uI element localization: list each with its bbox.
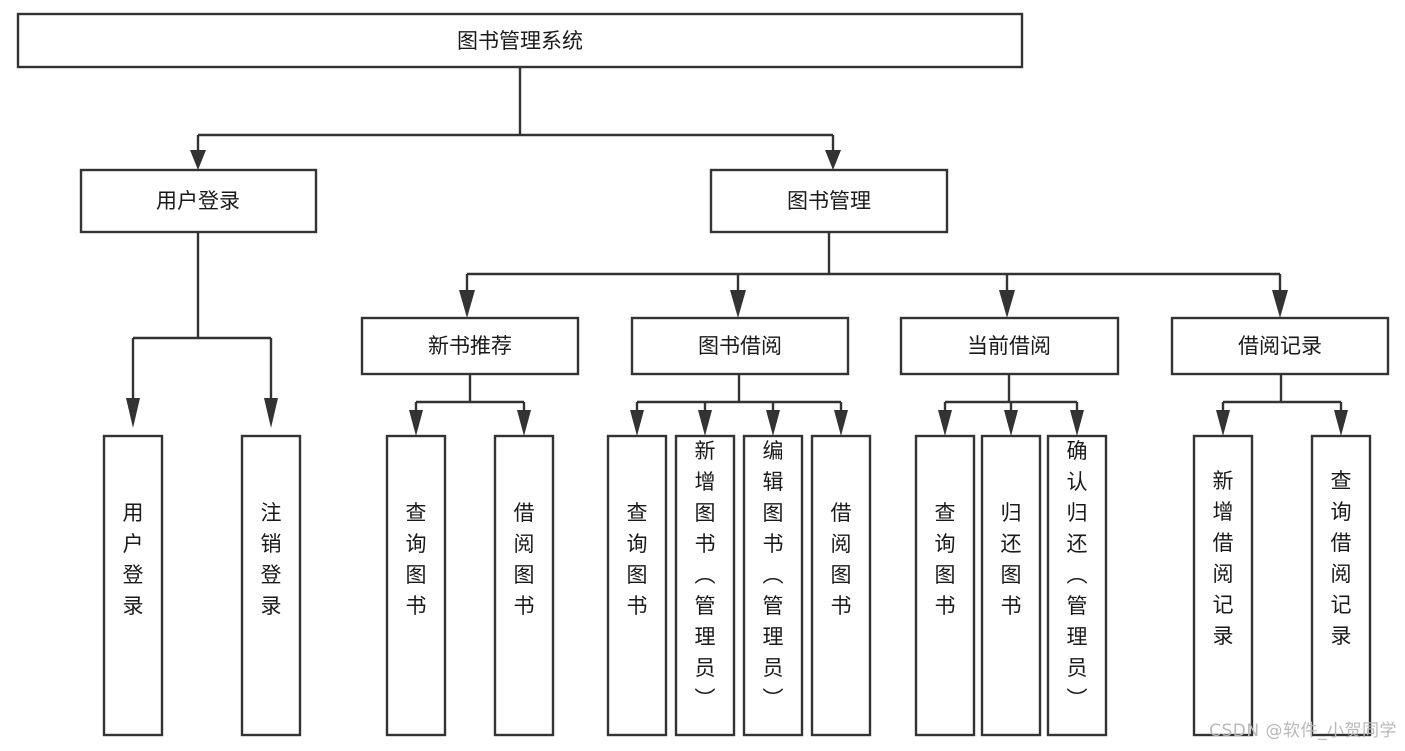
arrow-head-user-login xyxy=(190,150,206,170)
node-leaf-query-book-2-label: 查询图书 xyxy=(627,501,648,618)
node-leaf-borrow-book-1[interactable]: 借阅图书 xyxy=(493,434,555,737)
node-leaf-query-record-label: 查询借阅记录 xyxy=(1331,469,1352,648)
arrow-head-borrow-record xyxy=(1272,290,1288,318)
node-leaf-return-book[interactable]: 归还图书 xyxy=(980,434,1042,737)
node-leaf-add-record-box[interactable] xyxy=(1192,434,1254,737)
node-leaf-add-record[interactable]: 新增借阅记录 xyxy=(1192,434,1254,737)
node-leaf-borrow-book-1-label: 借阅图书 xyxy=(514,501,535,618)
arrow-head-new-book-recommend xyxy=(459,290,475,318)
node-leaf-query-book-1[interactable]: 查询图书 xyxy=(385,434,447,737)
node-borrow-record-box[interactable] xyxy=(1170,316,1390,376)
node-leaf-query-book-1-box[interactable] xyxy=(385,434,447,737)
node-leaf-confirm-return[interactable]: 确认归还︵管理员︶ xyxy=(1046,434,1108,737)
node-root-label: 图书管理系统 xyxy=(457,29,583,53)
node-leaf-query-book-3-box[interactable] xyxy=(914,434,976,737)
node-leaf-logout-login-label: 注销登录 xyxy=(261,501,282,618)
arrow-head-leaf-add-record xyxy=(1216,410,1230,436)
node-leaf-user-login-box[interactable] xyxy=(102,434,164,737)
arrow-head-leaf-logout-login xyxy=(264,398,278,428)
node-book-borrow[interactable]: 图书借阅 xyxy=(630,316,850,376)
node-leaf-user-login-label: 用户登录 xyxy=(123,501,144,618)
node-leaf-user-login[interactable]: 用户登录 xyxy=(102,434,164,737)
node-leaf-query-book-3[interactable]: 查询图书 xyxy=(914,434,976,737)
node-leaf-return-book-box[interactable] xyxy=(980,434,1042,737)
node-leaf-edit-book-label: 编辑图书︵管理员︶ xyxy=(763,439,784,711)
node-leaf-query-book-1-label: 查询图书 xyxy=(406,501,427,618)
node-leaf-add-book[interactable]: 新增图书︵管理员︶ xyxy=(674,434,736,737)
arrow-head-book-management xyxy=(825,150,841,170)
arrow-head-leaf-query-book-3 xyxy=(938,410,952,436)
node-leaf-query-book-2[interactable]: 查询图书 xyxy=(606,434,668,737)
node-leaf-edit-book[interactable]: 编辑图书︵管理员︶ xyxy=(742,434,804,737)
node-book-management-box[interactable] xyxy=(709,168,949,234)
node-user-login-label: 用户登录 xyxy=(156,189,240,213)
node-leaf-add-record-label: 新增借阅记录 xyxy=(1213,469,1234,648)
node-current-borrow-box[interactable] xyxy=(899,316,1120,376)
node-leaf-confirm-return-box[interactable] xyxy=(1046,434,1108,737)
node-leaf-query-book-2-box[interactable] xyxy=(606,434,668,737)
arrow-head-leaf-confirm-return xyxy=(1070,410,1084,436)
node-leaf-borrow-book-2-box[interactable] xyxy=(810,434,872,737)
node-leaf-return-book-label: 归还图书 xyxy=(1001,501,1022,618)
node-root-box[interactable] xyxy=(16,12,1024,69)
arrow-head-leaf-add-book xyxy=(698,410,712,436)
node-leaf-query-record-box[interactable] xyxy=(1310,434,1372,737)
node-leaf-logout-login[interactable]: 注销登录 xyxy=(240,434,302,737)
node-root[interactable]: 图书管理系统 xyxy=(16,12,1024,69)
node-user-login[interactable]: 用户登录 xyxy=(79,168,318,234)
node-layer: 图书管理系统 用户登录 图书管理 新书推荐 图书借阅 xyxy=(16,12,1390,737)
node-book-borrow-label: 图书借阅 xyxy=(698,334,782,358)
node-leaf-query-record[interactable]: 查询借阅记录 xyxy=(1310,434,1372,737)
node-new-book-recommend-box[interactable] xyxy=(360,316,580,376)
node-current-borrow-label: 当前借阅 xyxy=(967,334,1051,358)
arrow-head-leaf-query-book-1 xyxy=(409,410,423,436)
node-book-management-label: 图书管理 xyxy=(787,189,871,213)
node-leaf-query-book-3-label: 查询图书 xyxy=(935,501,956,618)
node-leaf-add-book-label: 新增图书︵管理员︶ xyxy=(695,439,716,711)
arrow-head-leaf-query-book-2 xyxy=(630,410,644,436)
arrow-head-leaf-edit-book xyxy=(766,410,780,436)
arrow-head-leaf-borrow-book-1 xyxy=(517,410,531,436)
node-leaf-add-book-box[interactable] xyxy=(674,434,736,737)
arrow-head-leaf-user-login xyxy=(126,398,140,428)
arrow-head-current-borrow xyxy=(999,290,1015,318)
connector-layer xyxy=(126,67,1348,436)
node-book-borrow-box[interactable] xyxy=(630,316,850,376)
node-leaf-confirm-return-label: 确认归还︵管理员︶ xyxy=(1067,439,1088,711)
node-leaf-edit-book-box[interactable] xyxy=(742,434,804,737)
node-new-book-recommend[interactable]: 新书推荐 xyxy=(360,316,580,376)
node-current-borrow[interactable]: 当前借阅 xyxy=(899,316,1120,376)
node-user-login-box[interactable] xyxy=(79,168,318,234)
arrow-head-leaf-borrow-book-2 xyxy=(834,410,848,436)
node-leaf-borrow-book-2[interactable]: 借阅图书 xyxy=(810,434,872,737)
node-leaf-borrow-book-1-box[interactable] xyxy=(493,434,555,737)
arrow-head-leaf-return-book xyxy=(1004,410,1018,436)
node-borrow-record[interactable]: 借阅记录 xyxy=(1170,316,1390,376)
arrow-head-book-borrow xyxy=(730,290,746,318)
node-leaf-borrow-book-2-label: 借阅图书 xyxy=(831,501,852,618)
csdn-watermark: CSDN @软件_小贺同学 xyxy=(1209,721,1397,741)
node-borrow-record-label: 借阅记录 xyxy=(1238,334,1322,358)
node-book-management[interactable]: 图书管理 xyxy=(709,168,949,234)
arrow-head-leaf-query-record xyxy=(1334,410,1348,436)
node-leaf-logout-login-box[interactable] xyxy=(240,434,302,737)
node-new-book-recommend-label: 新书推荐 xyxy=(428,334,512,358)
